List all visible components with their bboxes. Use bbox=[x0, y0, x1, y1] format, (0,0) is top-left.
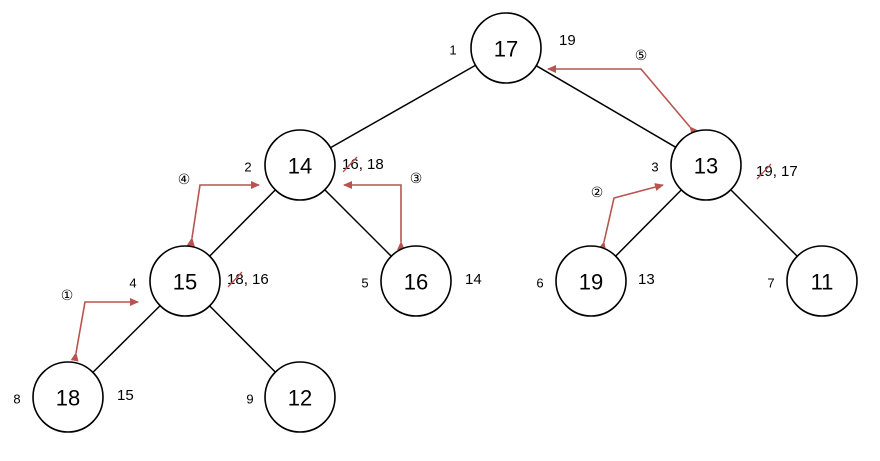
node-index-label: 1 bbox=[449, 43, 456, 58]
node-circle bbox=[786, 245, 858, 317]
tree-edge-4-9 bbox=[209, 305, 276, 373]
node-value: 12 bbox=[288, 386, 312, 411]
node-value: 15 bbox=[173, 270, 197, 295]
node-circle bbox=[555, 245, 627, 317]
node-index-label: 8 bbox=[13, 392, 20, 407]
swap-arrow-4: ④ bbox=[178, 172, 260, 247]
note-value: , 18 bbox=[359, 156, 384, 173]
note-value: 13 bbox=[638, 271, 655, 288]
swap-arrow-2: ② bbox=[591, 183, 664, 251]
heap-node-4: 15 bbox=[149, 245, 221, 317]
note-value: , 17 bbox=[773, 163, 798, 180]
tree-edge-4-8 bbox=[92, 305, 161, 373]
note-value: 19 bbox=[559, 32, 576, 49]
node-index-label: 3 bbox=[651, 160, 658, 175]
tree-edge-3-7 bbox=[730, 189, 798, 257]
swap-arrow-path bbox=[547, 65, 699, 136]
tree-edge-2-5 bbox=[324, 189, 392, 257]
node-circle bbox=[264, 129, 336, 201]
node-note: 13 bbox=[638, 271, 655, 288]
node-value: 16 bbox=[404, 270, 428, 295]
heap-node-1: 17 bbox=[470, 12, 542, 84]
tree-edge-2-4 bbox=[209, 189, 276, 257]
node-index-label: 5 bbox=[361, 276, 368, 291]
swap-step-label: ① bbox=[61, 288, 74, 304]
heap-node-7: 11 bbox=[786, 245, 858, 317]
tree-edges bbox=[92, 64, 798, 373]
node-value: 11 bbox=[811, 270, 834, 295]
swap-arrow-3: ③ bbox=[343, 171, 423, 250]
note-value: , 16 bbox=[244, 271, 269, 288]
node-value: 19 bbox=[579, 270, 603, 295]
heap-node-3: 13 bbox=[670, 129, 742, 201]
tree-edge-1-2 bbox=[330, 64, 476, 149]
tree-edge-1-3 bbox=[535, 65, 677, 148]
node-circle bbox=[32, 361, 104, 433]
node-circle bbox=[670, 129, 742, 201]
swap-step-label: ④ bbox=[178, 172, 191, 188]
swap-arrow-path bbox=[598, 183, 664, 251]
node-value: 14 bbox=[288, 154, 312, 179]
tree-edge-3-6 bbox=[615, 189, 682, 257]
node-value: 18 bbox=[56, 386, 80, 411]
swap-arrow-1: ① bbox=[61, 288, 139, 362]
strike-mark bbox=[342, 156, 358, 173]
heap-node-8: 18 bbox=[32, 361, 104, 433]
heap-node-5: 16 bbox=[380, 245, 452, 317]
swap-arrow-path bbox=[70, 298, 139, 362]
swap-arrow-path bbox=[343, 181, 405, 250]
node-note: 18, 16 bbox=[227, 271, 269, 288]
heap-node-9: 12 bbox=[264, 361, 336, 433]
note-value: 14 bbox=[465, 271, 482, 288]
node-note: 15 bbox=[117, 387, 134, 404]
note-value: 15 bbox=[117, 387, 134, 404]
node-note: 14 bbox=[465, 271, 482, 288]
swap-step-label: ③ bbox=[410, 171, 423, 187]
node-circle bbox=[264, 361, 336, 433]
swap-step-label: ② bbox=[591, 185, 604, 201]
swap-arrow-5: ⑤ bbox=[547, 48, 699, 136]
heap-node-6: 19 bbox=[555, 245, 627, 317]
node-circle bbox=[380, 245, 452, 317]
swap-step-label: ⑤ bbox=[635, 48, 648, 64]
swap-arrows: ① ② ③ ④ ⑤ bbox=[61, 48, 699, 362]
node-value: 17 bbox=[494, 37, 518, 62]
node-index-label: 6 bbox=[536, 276, 543, 291]
node-index-label: 2 bbox=[244, 160, 251, 175]
swap-arrow-path bbox=[186, 181, 260, 247]
node-circle bbox=[470, 12, 542, 84]
node-index-label: 4 bbox=[129, 276, 136, 291]
node-note: 16, 18 bbox=[342, 156, 384, 173]
strike-mark bbox=[227, 271, 243, 288]
node-index-label: 7 bbox=[767, 276, 774, 291]
heap-node-2: 14 bbox=[264, 129, 336, 201]
node-note: 19, 17 bbox=[756, 163, 798, 180]
node-note: 19 bbox=[559, 32, 576, 49]
node-index-label: 9 bbox=[246, 392, 253, 407]
node-value: 13 bbox=[694, 154, 718, 179]
strike-mark bbox=[756, 163, 772, 180]
node-circle bbox=[149, 245, 221, 317]
